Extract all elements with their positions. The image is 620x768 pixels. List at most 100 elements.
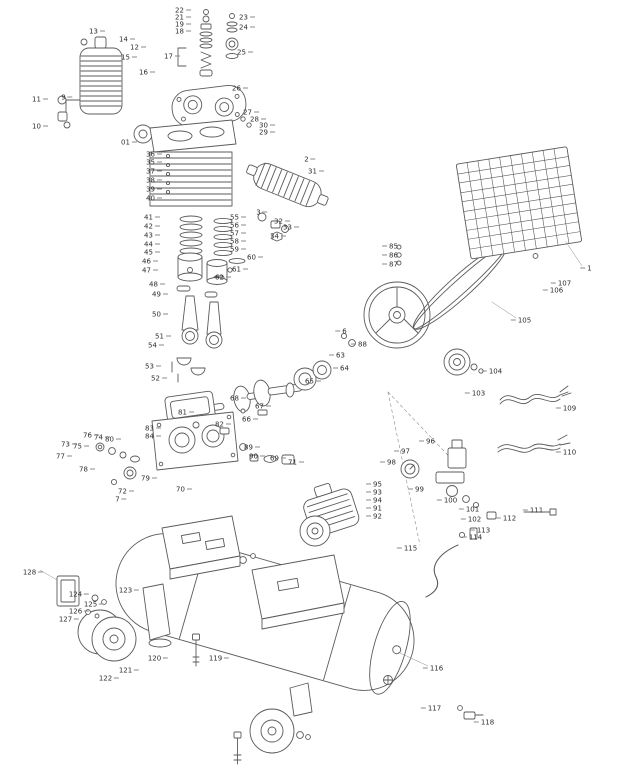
part-label-33: 33 xyxy=(283,224,299,232)
part-label-32: 32 xyxy=(274,218,290,226)
belt-guard-drawing xyxy=(456,146,582,260)
part-label-104: 104 xyxy=(482,368,502,376)
part-label-99: 99 xyxy=(408,486,424,494)
part-label-85: 85 xyxy=(382,243,398,251)
part-label-117: 117 xyxy=(421,705,441,713)
right-wheel-drawing xyxy=(249,682,313,754)
leg-drawing xyxy=(142,583,172,648)
part-label-77: 77 xyxy=(56,453,72,461)
part-label-38: 38 xyxy=(146,177,162,185)
part-label-113: 113 xyxy=(470,527,490,535)
part-label-107: 107 xyxy=(551,280,571,288)
motor-cable-drawing xyxy=(497,434,571,453)
part-label-43: 43 xyxy=(144,232,160,240)
part-label-60: 60 xyxy=(247,254,263,262)
part-label-110: 110 xyxy=(556,449,576,457)
axle-bolt-2-drawing xyxy=(233,731,242,765)
part-label-123: 123 xyxy=(119,587,139,595)
drain-valve-drawing xyxy=(383,675,484,720)
part-label-9: 9 xyxy=(61,94,72,102)
part-label-45: 45 xyxy=(144,249,160,257)
pressure-switch-drawing xyxy=(400,439,557,540)
part-label-01: 01 xyxy=(121,139,137,147)
part-label-75: 75 xyxy=(73,443,89,451)
part-label-119: 119 xyxy=(209,655,229,663)
part-label-44: 44 xyxy=(144,241,160,249)
part-label-120: 120 xyxy=(148,655,168,663)
part-label-39: 39 xyxy=(146,186,162,194)
part-label-25: 25 xyxy=(237,49,253,57)
part-label-69: 69 xyxy=(270,455,286,463)
part-label-63: 63 xyxy=(329,352,345,360)
part-label-23: 23 xyxy=(239,14,255,22)
pulley-drawing xyxy=(443,348,484,376)
part-label-101: 101 xyxy=(459,506,479,514)
pistons-drawing xyxy=(177,252,228,285)
part-label-41: 41 xyxy=(144,214,160,222)
part-label-40: 40 xyxy=(146,195,162,203)
part-label-16: 16 xyxy=(139,69,155,77)
part-label-35: 35 xyxy=(146,159,162,167)
part-label-105: 105 xyxy=(511,317,531,325)
part-label-79: 79 xyxy=(141,475,157,483)
part-label-89: 89 xyxy=(244,444,260,452)
part-label-111: 111 xyxy=(523,507,543,515)
part-label-127: 127 xyxy=(59,616,79,624)
part-label-103: 103 xyxy=(465,390,485,398)
part-label-93: 93 xyxy=(366,489,382,497)
part-label-74: 74 xyxy=(94,434,110,442)
valve-hardware-drawing xyxy=(177,9,239,77)
part-label-94: 94 xyxy=(366,497,382,505)
part-label-100: 100 xyxy=(437,497,457,505)
part-label-11: 11 xyxy=(32,96,48,104)
head-gasket-drawing xyxy=(240,116,252,128)
part-label-86: 86 xyxy=(382,252,398,260)
part-label-121: 121 xyxy=(119,667,139,675)
part-label-58: 58 xyxy=(230,238,246,246)
part-label-84: 84 xyxy=(145,433,161,441)
part-label-56: 56 xyxy=(230,222,246,230)
part-label-65: 65 xyxy=(305,378,321,386)
part-label-76: 76 xyxy=(83,432,99,440)
part-label-106: 106 xyxy=(543,287,563,295)
left-wheel-drawing xyxy=(77,609,137,662)
part-label-53: 53 xyxy=(145,363,161,371)
part-label-66: 66 xyxy=(242,416,258,424)
part-label-91: 91 xyxy=(366,505,382,513)
part-label-102: 102 xyxy=(461,516,481,524)
part-label-72: 72 xyxy=(118,488,134,496)
part-label-10: 10 xyxy=(32,123,48,131)
part-label-48: 48 xyxy=(149,281,165,289)
part-label-128: 128 xyxy=(23,569,43,577)
part-label-61: 61 xyxy=(232,266,248,274)
part-label-24: 24 xyxy=(239,24,255,32)
part-label-122: 122 xyxy=(99,675,119,683)
part-label-73: 73 xyxy=(61,441,77,449)
part-label-116: 116 xyxy=(423,665,443,673)
part-label-114: 114 xyxy=(462,534,482,542)
part-label-78: 78 xyxy=(79,466,95,474)
part-label-59: 59 xyxy=(230,246,246,254)
part-label-37: 37 xyxy=(146,168,162,176)
platform-drawing xyxy=(161,515,345,630)
part-label-97: 97 xyxy=(394,448,410,456)
part-label-88: 88 xyxy=(351,341,367,349)
part-label-67: 67 xyxy=(255,403,271,411)
part-label-6: 6 xyxy=(335,328,346,336)
part-label-47: 47 xyxy=(142,267,158,275)
part-label-95: 95 xyxy=(366,481,382,489)
part-label-3: 3 xyxy=(256,209,267,217)
part-label-112: 112 xyxy=(496,515,516,523)
part-label-12: 12 xyxy=(130,44,146,52)
part-label-46: 46 xyxy=(142,258,158,266)
part-label-30: 30 xyxy=(259,122,275,130)
discharge-tube-drawing xyxy=(246,162,329,208)
connecting-rods-drawing xyxy=(171,285,223,383)
part-label-2: 2 xyxy=(304,156,315,164)
part-label-15: 15 xyxy=(121,54,137,62)
part-label-81: 81 xyxy=(178,409,194,417)
part-label-125: 125 xyxy=(84,601,104,609)
part-label-115: 115 xyxy=(397,545,417,553)
